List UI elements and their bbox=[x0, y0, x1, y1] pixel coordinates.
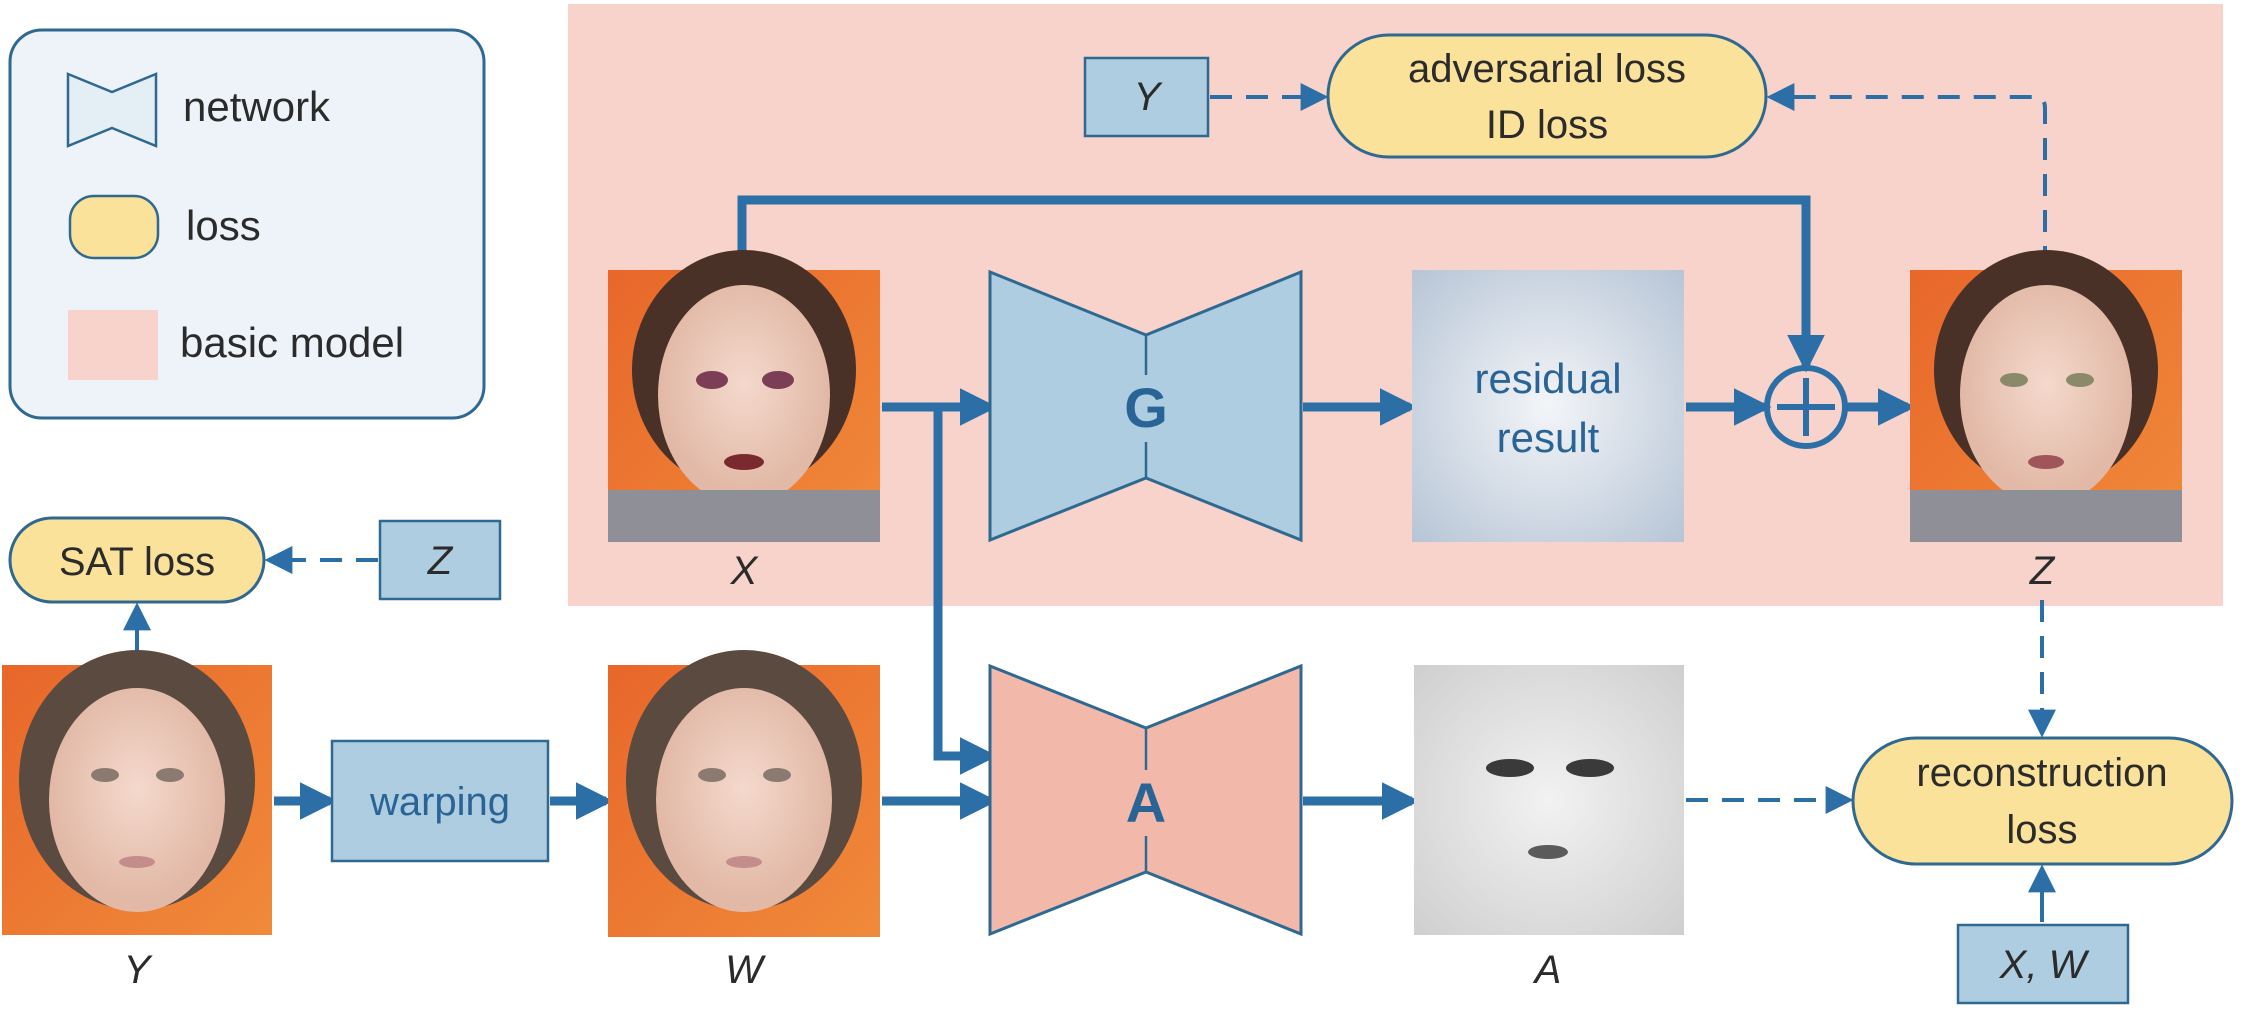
adversarial-id-loss bbox=[1326, 33, 1768, 159]
residual-result bbox=[1412, 270, 1684, 542]
warping-box bbox=[330, 739, 550, 863]
y-reference-label: Y bbox=[1134, 75, 1164, 119]
loss-legend-icon bbox=[68, 194, 160, 260]
warping-label: warping bbox=[369, 780, 510, 824]
legend-network-label: network bbox=[183, 83, 331, 130]
image-z-caption: Z bbox=[2029, 549, 2056, 593]
skip-connection-x-to-sum bbox=[737, 195, 1825, 373]
image-y bbox=[2, 650, 272, 935]
generator-label: G bbox=[1124, 376, 1168, 439]
image-x bbox=[608, 250, 880, 542]
attention-label: A bbox=[1126, 771, 1166, 834]
residual-line1: residual bbox=[1474, 355, 1621, 402]
adv-loss-line1: adversarial loss bbox=[1408, 47, 1686, 91]
legend-basic-model-label: basic model bbox=[180, 319, 404, 366]
legend: network loss basic model bbox=[8, 28, 486, 420]
arrow-z-to-adv-loss bbox=[1766, 83, 2047, 268]
reconstruction-loss bbox=[1851, 736, 2234, 866]
image-y-caption: Y bbox=[124, 948, 154, 992]
z-reference-box bbox=[378, 519, 502, 601]
xw-input-label: X, W bbox=[1999, 943, 2090, 987]
reconstruction-line1: reconstruction bbox=[1916, 751, 2167, 795]
network-legend-icon bbox=[66, 72, 158, 148]
reconstruction-line2: loss bbox=[2006, 808, 2077, 852]
sum-operator-icon bbox=[1764, 365, 1848, 449]
residual-line2: result bbox=[1497, 414, 1600, 461]
image-w-caption: W bbox=[725, 948, 766, 992]
attention-map-caption: A bbox=[1533, 948, 1562, 992]
arrow-x-to-attention bbox=[933, 407, 998, 775]
image-x-caption: X bbox=[730, 549, 759, 593]
y-reference-box bbox=[1083, 56, 1210, 138]
z-reference-label: Z bbox=[427, 539, 454, 583]
sat-loss-label: SAT loss bbox=[59, 540, 215, 584]
legend-loss-label: loss bbox=[186, 202, 261, 249]
xw-input-box bbox=[1956, 923, 2130, 1005]
sat-loss bbox=[8, 516, 266, 604]
adv-loss-line2: ID loss bbox=[1486, 103, 1608, 147]
image-z bbox=[1910, 250, 2182, 542]
image-w bbox=[608, 650, 880, 937]
attention-map bbox=[1414, 665, 1684, 935]
basic-model-legend-icon bbox=[68, 310, 158, 380]
